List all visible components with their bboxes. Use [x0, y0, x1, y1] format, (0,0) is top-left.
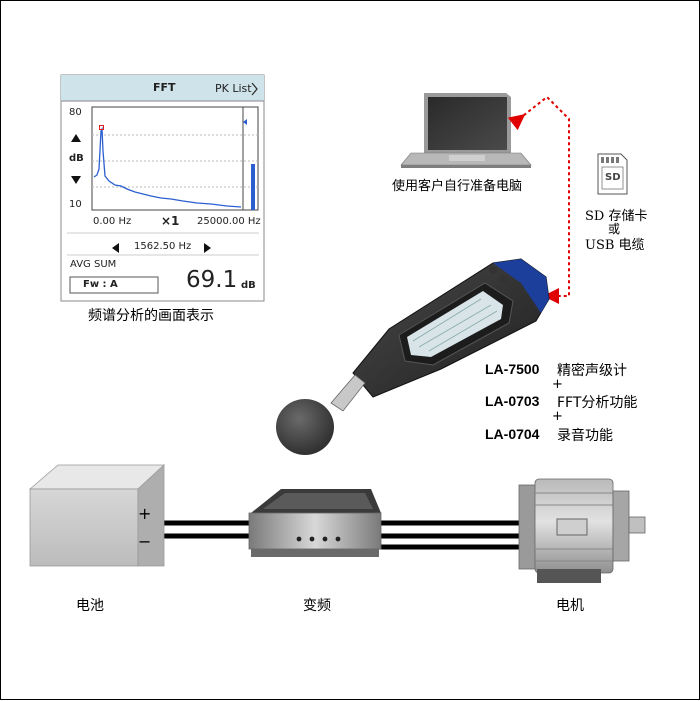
peak-marker [99, 125, 104, 130]
measurement-mode: AVG SUM [70, 259, 117, 270]
pk-list-menu[interactable]: PK List [215, 82, 252, 95]
battery-caption: 电池 [76, 598, 104, 614]
product-desc-3: 录音功能 [557, 428, 613, 444]
zoom-level[interactable]: ×1 [161, 214, 180, 228]
level-marker-icon [243, 119, 247, 125]
product-model-3: LA-0704 [485, 426, 540, 442]
product-model-2: LA-0703 [485, 393, 540, 409]
spectrum-trace [93, 126, 242, 208]
reading-unit: dB [241, 280, 256, 291]
cursor-frequency: 1562.50 Hz [134, 241, 192, 252]
y-axis-unit: dB [69, 153, 84, 164]
x-axis-start: 0.00 Hz [93, 216, 132, 227]
cursor-right-icon [204, 243, 211, 253]
cursor-left-icon [112, 243, 119, 253]
sd-card-icon [597, 153, 628, 195]
y-axis-max: 80 [69, 107, 82, 118]
weighting-label: Fw : A [83, 279, 118, 290]
fft-display-caption: 频谱分析的画面表示 [88, 308, 214, 324]
battery [28, 464, 166, 567]
laptop [400, 93, 532, 168]
sd-or-caption: 或 [608, 222, 621, 236]
product-model-1: LA-7500 [485, 361, 540, 377]
sd-storage-caption: SD 存储卡 [585, 209, 648, 224]
chevron-right-icon [251, 82, 258, 96]
arrow-down-icon [71, 176, 81, 184]
product-desc-1: 精密声级计 [557, 363, 627, 379]
product-desc-2: FFT分析功能 [557, 395, 638, 411]
computer-caption: 使用客户自行准备电脑 [392, 179, 523, 194]
battery-minus-terminal: − [138, 532, 152, 551]
reading-value: 69.1 [186, 267, 238, 293]
fft-title: FFT [153, 81, 176, 94]
fft-screen [60, 74, 265, 302]
arrow-up-icon [71, 134, 81, 142]
product-joiner-1: + [552, 377, 563, 392]
motor [518, 478, 646, 583]
y-axis-min: 10 [69, 199, 82, 210]
product-joiner-2: + [552, 409, 563, 424]
sound-level-meter [276, 258, 550, 455]
inverter-caption: 变频 [303, 598, 331, 614]
inverter [248, 489, 382, 557]
x-axis-end: 25000.00 Hz [197, 216, 261, 227]
motor-caption: 电机 [556, 598, 584, 614]
weighting-box [69, 276, 159, 294]
connection-arrow [507, 95, 570, 304]
usb-cable-caption: USB 电缆 [585, 238, 645, 253]
wires [164, 520, 521, 550]
sd-card-label: SD [605, 172, 621, 183]
battery-plus-terminal: + [138, 504, 152, 523]
